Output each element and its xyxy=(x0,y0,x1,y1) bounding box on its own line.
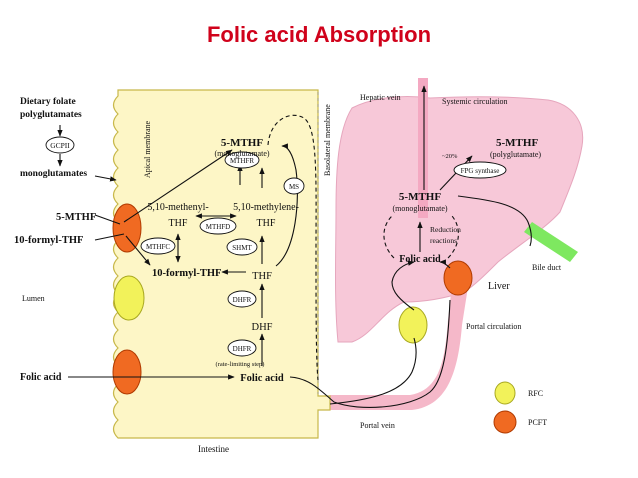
mthfd-label: MTHFD xyxy=(206,223,231,231)
formyl-thf-left-label: 10-formyl-THF xyxy=(14,235,83,246)
bile-duct-label: Bile duct xyxy=(532,263,562,272)
lumen-label: Lumen xyxy=(22,294,45,303)
rfc-transporter-lumen xyxy=(113,275,145,321)
mthfc-node xyxy=(140,237,176,255)
mthfd-node xyxy=(199,217,237,235)
arrow-lumen-mthf-into-cell xyxy=(94,214,121,225)
rfc-transporter-liver xyxy=(398,306,428,344)
mthfr-label: MTHFR xyxy=(230,157,254,165)
bile-duct-band xyxy=(524,222,578,262)
legend-pcft-label: PCFT xyxy=(528,418,547,427)
hepatic-vein-band xyxy=(418,78,428,218)
rate-limiting-label: (rate-limiting step) xyxy=(216,361,265,368)
dhfr-label-2: DHFR xyxy=(233,345,252,353)
arrow-liver-mono-dashed-right xyxy=(447,215,459,259)
fpg-synthase-node xyxy=(453,161,507,179)
polyglutamates-label: polyglutamates xyxy=(20,110,82,120)
reduction-label-1: Reduction xyxy=(430,225,461,234)
legend-pcft-swatch xyxy=(493,410,517,434)
dhfr-node-2 xyxy=(227,339,257,357)
arrow-monoglut-to-cell xyxy=(94,175,117,182)
thf-label: THF xyxy=(252,271,272,282)
mthf-mono-sub-label: (monoglutamate) xyxy=(392,204,447,213)
legend-rfc-label: RFC xyxy=(528,389,543,398)
fpg-synthase-label: FPG synthase xyxy=(461,167,500,175)
mthf-top-label: 5-MTHF xyxy=(221,137,263,149)
folic-acid-left-label: Folic acid xyxy=(20,372,62,383)
hepatic-vein-label: Hepatic vein xyxy=(360,93,401,102)
portal-circulation-label: Portal circulation xyxy=(466,322,521,331)
intestine-cell xyxy=(112,89,331,439)
arrow-to-bile-duct xyxy=(457,195,532,247)
dhfr-node-1 xyxy=(227,290,257,308)
ms-label: MS xyxy=(289,183,299,191)
liver-label: Liver xyxy=(488,281,510,292)
mthf-poly-label: 5-MTHF xyxy=(496,137,538,149)
arrow-ms-cycle xyxy=(275,143,298,267)
arrow-folic-to-portal xyxy=(289,299,451,409)
mthf-left-label: 5-MTHF xyxy=(56,212,96,223)
reduction-label-2: reactions xyxy=(430,236,457,245)
portal-vein-band xyxy=(330,285,468,410)
legend-rfc-swatch xyxy=(494,381,516,405)
shmt-node xyxy=(226,238,258,256)
arrow-lumen-formyl-into-cell xyxy=(94,233,125,241)
liver-folic-acid-label: Folic acid xyxy=(399,254,441,265)
slide-title: Folic acid Absorption xyxy=(206,22,432,47)
pcft-transporter-bottom xyxy=(112,349,142,395)
arrow-mthf-to-basolateral xyxy=(267,114,319,381)
arrow-pcft-to-folic xyxy=(439,259,451,269)
ms-node xyxy=(283,177,305,195)
monoglutamates-label: monoglutamates xyxy=(20,169,87,179)
mthf-mono-label: 5-MTHF xyxy=(399,191,441,203)
mthf-top-sub-label: (monoglutamate) xyxy=(214,149,269,158)
shmt-label: SHMT xyxy=(232,244,252,252)
arrow-rfc-to-folic xyxy=(391,260,415,311)
gcpii-node xyxy=(45,136,75,154)
pcft-transporter-liver xyxy=(443,260,473,296)
liver-shape xyxy=(335,95,584,343)
intestine-label: Intestine xyxy=(198,444,229,454)
mthf-poly-sub-label: (polyglutamate) xyxy=(490,150,541,159)
methylene-label-1: 5,10-methylene- xyxy=(233,202,299,213)
arrow-to-formyl-center xyxy=(125,235,151,266)
folic-acid-center-label: Folic acid xyxy=(240,373,284,384)
portal-vein-label: Portal vein xyxy=(360,421,395,430)
dhf-label: DHF xyxy=(251,322,272,333)
arrow-liver-mono-dashed-left xyxy=(383,215,395,259)
mthfr-node xyxy=(224,151,260,169)
arrow-portal-to-liver xyxy=(329,337,417,405)
formyl-thf-center-label: 10-formyl-THF xyxy=(152,268,221,279)
methenyl-label-1: 5,10-methenyl- xyxy=(147,202,208,213)
methenyl-label-2: THF xyxy=(169,218,188,229)
pcft-transporter-top xyxy=(112,203,142,253)
systemic-circulation-label: Systemic circulation xyxy=(442,97,508,106)
dhfr-label-1: DHFR xyxy=(233,296,252,304)
apical-membrane-label: Apical membrane xyxy=(143,120,152,178)
basolateral-membrane-label: Basolateral membrane xyxy=(323,104,332,176)
methylene-label-2: THF xyxy=(257,218,276,229)
arrow-to-mthf-top xyxy=(123,149,233,223)
mthfc-label: MTHFC xyxy=(146,243,170,251)
percent-label: ~20% xyxy=(442,153,458,160)
dietary-folate-label: Dietary folate xyxy=(20,97,76,107)
gcpii-label: GCPII xyxy=(50,141,70,150)
